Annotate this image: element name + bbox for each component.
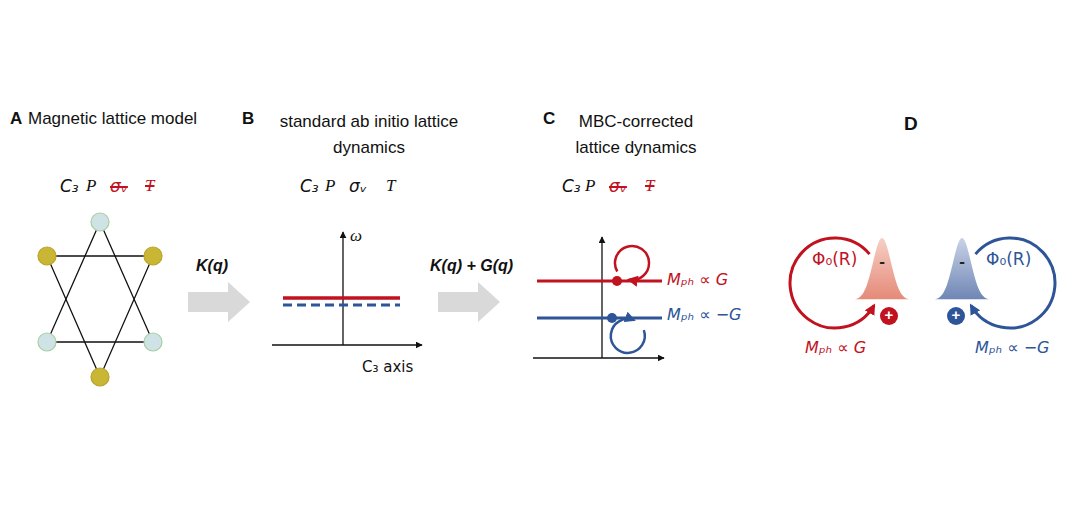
site-light bbox=[144, 333, 162, 351]
symmetry-symbol: C₃ bbox=[562, 176, 581, 196]
operator-label: K(q) bbox=[196, 256, 228, 275]
rotation-arrow bbox=[615, 246, 649, 280]
site-light bbox=[38, 333, 56, 351]
rotation-arrow bbox=[790, 238, 874, 328]
symmetry-symbol: T bbox=[386, 176, 395, 196]
axis-line bbox=[342, 232, 343, 345]
phonon-branch bbox=[283, 296, 400, 300]
mode-dot bbox=[607, 313, 617, 323]
charge-sign: - bbox=[877, 252, 887, 272]
panel-title: MBC-corrected lattice dynamics bbox=[556, 109, 716, 161]
gaussian-peak bbox=[935, 238, 989, 299]
wavefunction-label: Φ₀(R) bbox=[986, 249, 1031, 269]
phonon-branch bbox=[537, 280, 662, 283]
lattice-triangle bbox=[47, 256, 153, 377]
site-yellow bbox=[144, 247, 162, 265]
panel-title: standard ab initio lattice dynamics bbox=[258, 109, 480, 161]
symmetry-symbol: σᵥ bbox=[110, 176, 128, 196]
charge-sign: + bbox=[881, 306, 897, 324]
axis-label: ω bbox=[350, 226, 362, 246]
symmetry-symbol: P bbox=[585, 176, 595, 196]
hexagram-lattice bbox=[47, 222, 153, 377]
axis-line bbox=[272, 344, 422, 345]
phonon-branch bbox=[283, 304, 400, 307]
panel-letter: A bbox=[10, 109, 22, 129]
lattice-sites bbox=[38, 213, 162, 386]
symmetry-symbol: C₃ bbox=[300, 176, 319, 196]
axis-line bbox=[533, 357, 664, 358]
axis-line bbox=[601, 237, 602, 358]
moment-label: Mₚₕ ∝ −G bbox=[975, 338, 1049, 357]
block-arrow bbox=[188, 282, 250, 322]
chart-axes bbox=[272, 232, 422, 345]
symmetry-symbol: P bbox=[325, 176, 335, 196]
panel-letter: B bbox=[242, 109, 254, 129]
phonon-branch bbox=[537, 317, 662, 320]
panel-letter: D bbox=[904, 113, 918, 136]
site-yellow bbox=[91, 368, 109, 386]
gaussian-peak bbox=[855, 238, 909, 299]
axis-label: C₃ axis bbox=[362, 358, 413, 376]
symmetry-symbol: T bbox=[645, 176, 654, 196]
mode-dot bbox=[612, 276, 622, 286]
site-light bbox=[91, 213, 109, 231]
symmetry-symbol: σᵥ bbox=[609, 176, 627, 196]
symmetry-symbol: C₃ bbox=[60, 176, 79, 196]
block-arrow bbox=[438, 282, 500, 322]
rotation-arrow bbox=[611, 319, 645, 353]
moment-label: Mₚₕ ∝ G bbox=[667, 270, 728, 289]
site-yellow bbox=[38, 247, 56, 265]
charge-sign: + bbox=[948, 306, 964, 324]
symmetry-symbol: σᵥ bbox=[349, 176, 367, 196]
panel-letter: C bbox=[543, 109, 555, 129]
moment-label: Mₚₕ ∝ −G bbox=[667, 305, 741, 324]
charge-dot bbox=[880, 307, 898, 325]
moment-label: Mₚₕ ∝ G bbox=[805, 338, 866, 357]
panel-title: Magnetic lattice model bbox=[28, 109, 197, 129]
chart-axes bbox=[533, 237, 664, 358]
charge-sign: - bbox=[957, 252, 967, 272]
lattice-triangle bbox=[47, 222, 153, 342]
symmetry-symbol: P bbox=[86, 176, 96, 196]
symmetry-symbol: T bbox=[145, 176, 154, 196]
rotation-arrow bbox=[971, 238, 1055, 328]
charge-dot bbox=[947, 307, 965, 325]
operator-label: K(q) + G(q) bbox=[430, 256, 513, 275]
wavefunction-label: Φ₀(R) bbox=[812, 249, 857, 269]
